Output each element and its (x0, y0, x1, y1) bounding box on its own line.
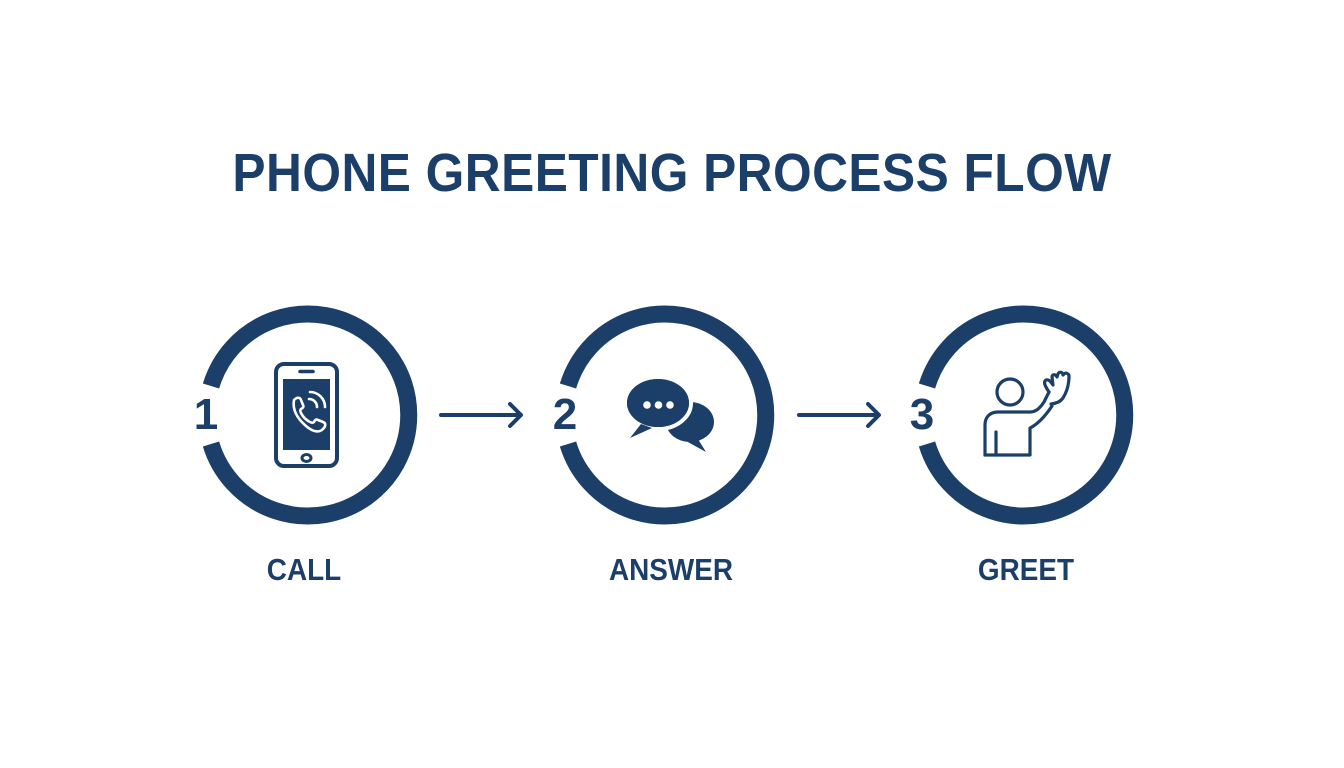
step-2-label: ANSWER (608, 552, 734, 587)
step-3-number: 3 (909, 390, 935, 439)
smartphone-incoming-call-icon (274, 362, 339, 468)
step-3-label: GREET (977, 552, 1075, 587)
step-1-number: 1 (193, 390, 219, 439)
person-waving-icon (983, 370, 1071, 457)
step-2-number: 2 (552, 390, 578, 439)
arrow-right-icon (797, 402, 881, 428)
diagram-title: PHONE GREETING PROCESS FLOW (232, 143, 1112, 203)
chat-bubbles-icon (623, 375, 714, 452)
step-3-ring (918, 305, 1134, 525)
step-2-ring (559, 305, 775, 525)
step-1-ring (202, 305, 418, 525)
step-1-label: CALL (266, 552, 342, 587)
arrow-right-icon (439, 402, 523, 428)
